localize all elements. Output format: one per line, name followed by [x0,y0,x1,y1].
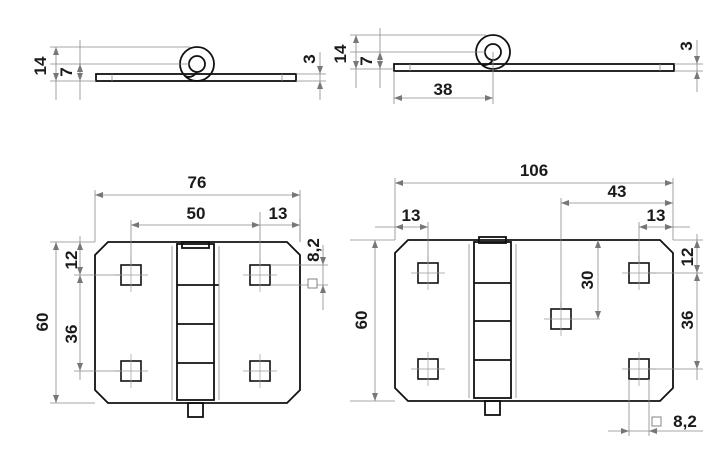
side-view-leaf [95,73,297,82]
dim-13-small: 13 [269,204,288,223]
dim-13-large-left: 13 [402,206,421,225]
dim-60-large: 60 [352,311,371,330]
side-view-leaf-large [393,63,675,72]
dim-36-small: 36 [62,325,81,344]
small-hinge-plate [94,241,301,404]
knuckle-pin-hole [188,55,206,73]
dim-106: 106 [520,161,548,180]
dim-50: 50 [187,204,206,223]
dim-14-left: 14 [31,56,50,75]
square-symbol-small [307,278,318,289]
large-hinge-plate [394,239,674,402]
dim-76: 76 [188,173,207,192]
large-knuckle-strip [473,241,512,399]
front-view-large: 106 43 13 13 30 12 36 [350,161,703,436]
dim-3-right: 3 [677,41,696,50]
side-view-small: 14 7 3 [31,40,326,100]
dim-30: 30 [578,271,597,290]
dim-36-large: 36 [678,311,697,330]
dim-7-left: 7 [57,67,76,76]
side-view-large: 14 7 3 38 [331,28,703,104]
front-view-small: 76 50 13 8,2 60 12 36 [33,173,328,418]
dim-3-left: 3 [300,54,319,63]
dim-43: 43 [608,182,627,201]
dim-12-large: 12 [678,248,697,267]
dim-8-2-large: 8,2 [673,412,697,431]
small-knuckle-strip [176,243,215,401]
small-pin [187,402,204,418]
dim-12-small: 12 [62,251,81,270]
square-symbol-large [651,416,662,427]
dim-14-right: 14 [331,44,350,63]
dim-38: 38 [434,80,453,99]
dim-8-2-small: 8,2 [304,238,323,262]
large-pin [484,400,501,416]
dim-60-small: 60 [33,313,52,332]
dim-13-large-right: 13 [647,206,666,225]
dim-7-right: 7 [357,56,376,65]
